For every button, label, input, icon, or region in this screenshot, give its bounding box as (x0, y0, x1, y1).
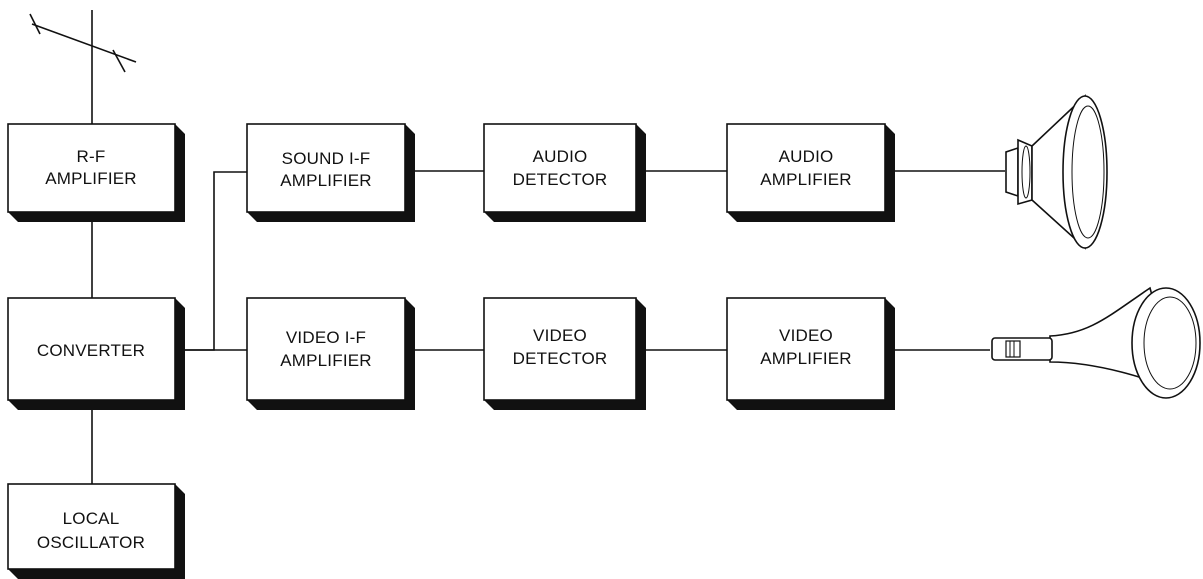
rf-amplifier-block: R-F AMPLIFIER (7, 123, 185, 222)
connection-wires (91, 10, 1005, 484)
video-amplifier-label-line1: VIDEO (779, 326, 833, 345)
audio-detector-label-line2: DETECTOR (513, 170, 608, 189)
local-oscillator-label-line2: OSCILLATOR (37, 533, 145, 552)
audio-amplifier-block: AUDIO AMPLIFIER (726, 123, 895, 222)
video-if-label-line2: AMPLIFIER (280, 351, 372, 370)
converter-block: CONVERTER (7, 297, 185, 410)
wire-converter-to-sound-if (175, 171, 247, 351)
local-oscillator-block: LOCAL OSCILLATOR (7, 483, 185, 579)
video-detector-label-line2: DETECTOR (513, 349, 608, 368)
video-if-amplifier-block: VIDEO I-F AMPLIFIER (246, 297, 415, 410)
sound-if-amplifier-block: SOUND I-F AMPLIFIER (246, 123, 415, 222)
sound-if-label-line2: AMPLIFIER (280, 171, 372, 190)
local-oscillator-label-line1: LOCAL (63, 509, 120, 528)
sound-if-label-line1: SOUND I-F (282, 149, 371, 168)
video-detector-block: VIDEO DETECTOR (483, 297, 646, 410)
audio-detector-block: AUDIO DETECTOR (483, 123, 646, 222)
video-if-label-line1: VIDEO I-F (286, 328, 366, 347)
video-amplifier-block: VIDEO AMPLIFIER (726, 297, 895, 410)
audio-detector-label-line1: AUDIO (533, 147, 588, 166)
antenna-icon (29, 13, 137, 73)
audio-amplifier-label-line1: AUDIO (779, 147, 834, 166)
rf-amplifier-label-line2: AMPLIFIER (45, 169, 137, 188)
loudspeaker-icon (1005, 94, 1108, 250)
audio-amplifier-label-line2: AMPLIFIER (760, 170, 852, 189)
rf-amplifier-label-line1: R-F (77, 147, 106, 166)
picture-tube-icon (991, 286, 1201, 399)
video-detector-label-line1: VIDEO (533, 326, 587, 345)
video-amplifier-label-line2: AMPLIFIER (760, 349, 852, 368)
converter-label: CONVERTER (37, 341, 145, 360)
